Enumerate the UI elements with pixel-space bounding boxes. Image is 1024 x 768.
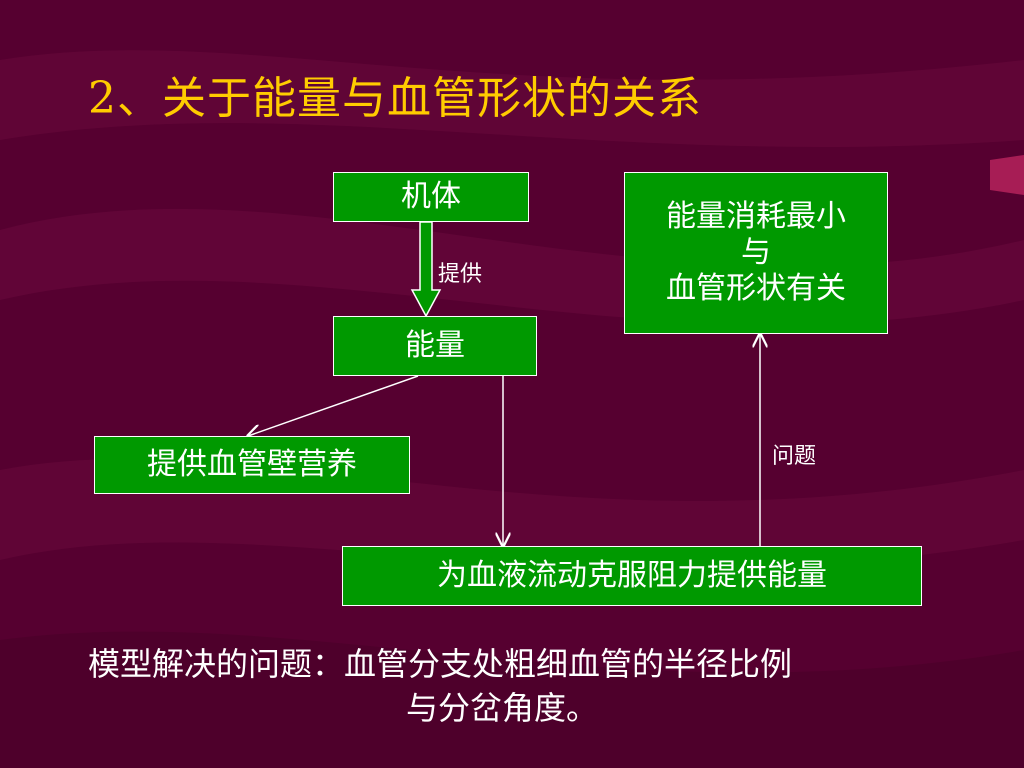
provide-block-arrow	[410, 221, 442, 318]
node-energy-label: 能量	[405, 328, 465, 363]
node-organism: 机体	[333, 172, 529, 222]
node-relation-line3: 血管形状有关	[666, 271, 846, 306]
model-note-line1: 模型解决的问题：血管分支处粗细血管的半径比例	[88, 645, 793, 683]
node-relation-line1: 能量消耗最小	[666, 199, 846, 234]
node-wall-nutrition: 提供血管壁营养	[94, 436, 410, 494]
node-energy: 能量	[333, 316, 537, 376]
edge-label-problem: 问题	[772, 444, 817, 469]
node-flow-energy: 为血液流动克服阻力提供能量	[342, 546, 922, 606]
node-relation-line2: 与	[741, 235, 771, 270]
node-relation: 能量消耗最小 与 血管形状有关	[624, 172, 888, 334]
model-note: 模型解决的问题：血管分支处粗细血管的半径比例 与分岔角度。	[88, 642, 793, 727]
model-note-line2: 与分岔角度。	[406, 689, 599, 727]
edge-label-provide: 提供	[438, 262, 483, 287]
slide-title: 2、关于能量与血管形状的关系	[88, 73, 702, 124]
arrow-energy-to-wall	[248, 375, 419, 436]
